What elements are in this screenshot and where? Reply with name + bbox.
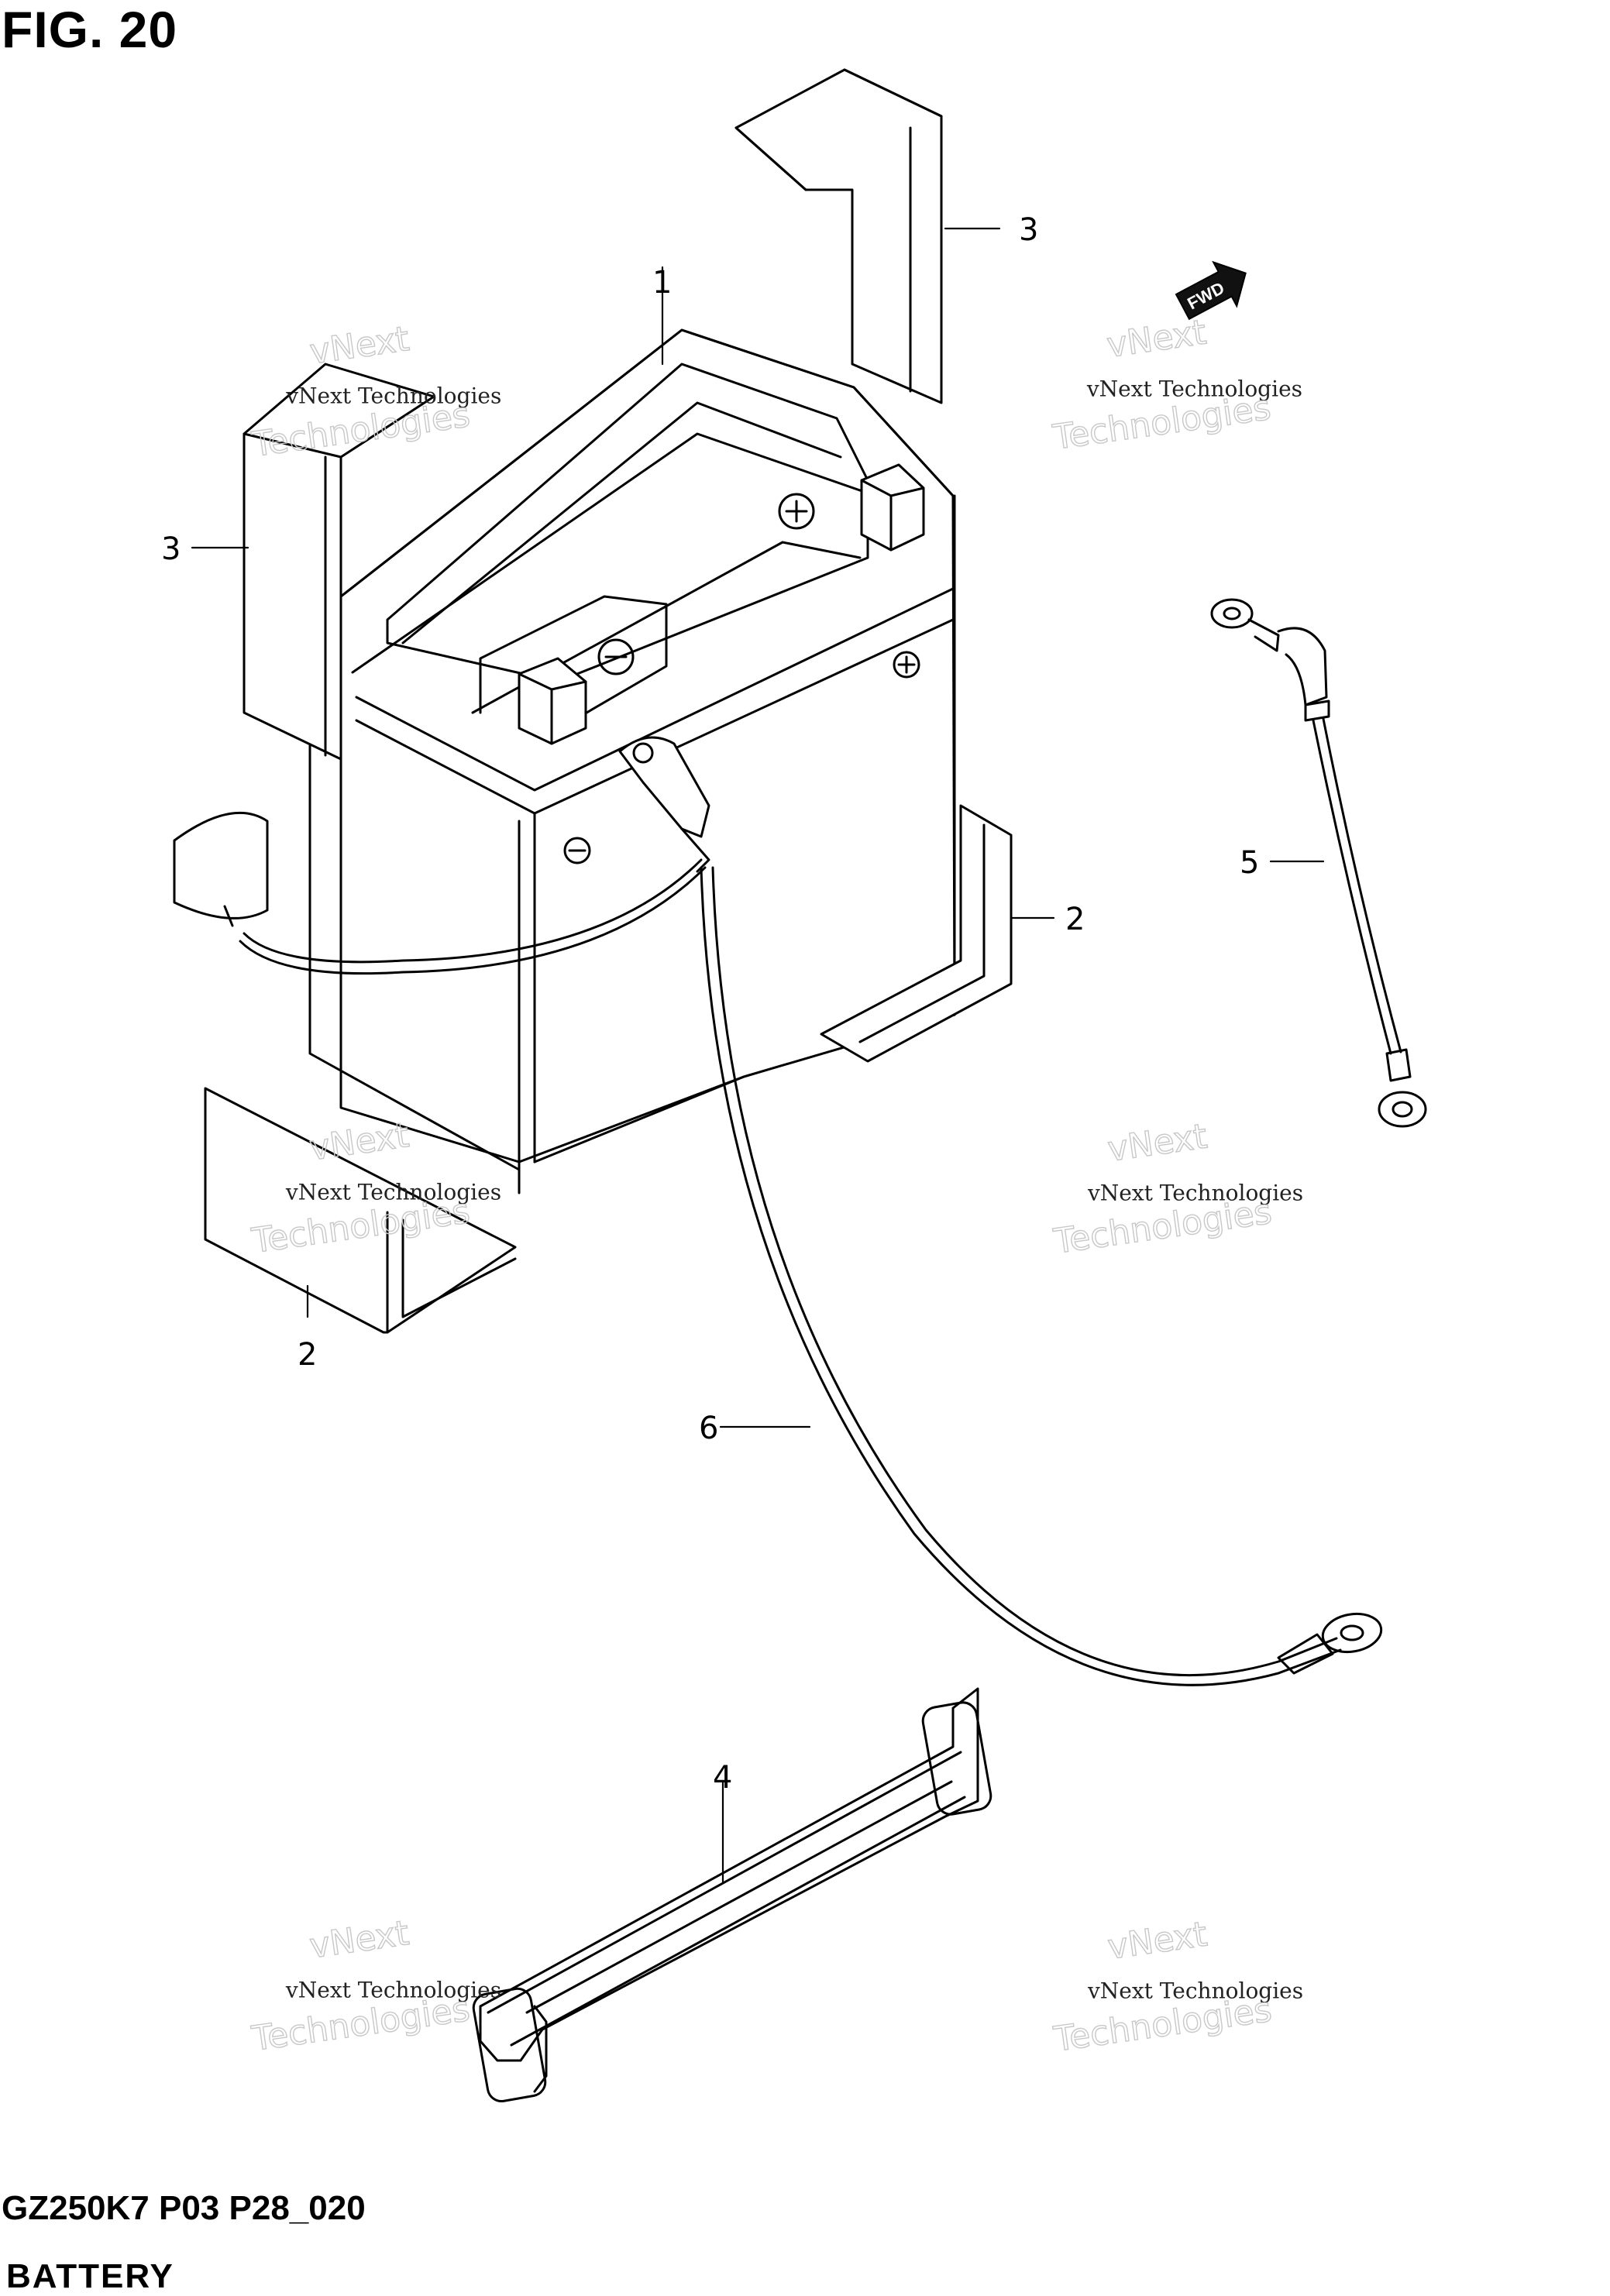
callout-2-left: 2 <box>298 1337 317 1373</box>
callout-3-right: 3 <box>1019 212 1038 248</box>
callout-2-right: 2 <box>1065 902 1085 937</box>
svg-text:vNext: vNext <box>308 319 411 372</box>
svg-text:vNext: vNext <box>1106 1914 1209 1967</box>
svg-text:vNext: vNext <box>1106 1116 1209 1169</box>
callout-1: 1 <box>652 265 672 301</box>
ground-cable <box>618 736 1383 1686</box>
callout-3-left: 3 <box>161 531 181 567</box>
cover-right <box>734 68 943 404</box>
svg-text:vNext Technologies: vNext Technologies <box>1086 376 1302 401</box>
short-lead <box>1210 598 1427 1128</box>
pad-left <box>204 1087 517 1334</box>
watermark-top-right: vNext vNext Technologies Technologies <box>1050 312 1302 459</box>
callout-6: 6 <box>699 1411 718 1446</box>
negative-lead-wire <box>173 811 707 975</box>
callout-4: 4 <box>713 1760 732 1796</box>
watermark-bottom-left: vNext vNext Technologies Technologies <box>249 1913 501 2059</box>
watermark-top-left: vNext vNext Technologies Technologies <box>249 318 501 465</box>
figure-title: FIG. 20 <box>2 1 178 58</box>
svg-text:vNext Technologies: vNext Technologies <box>285 1978 501 2003</box>
svg-text:vNext Technologies: vNext Technologies <box>1087 1978 1303 2003</box>
battery-band <box>472 1687 992 2103</box>
pad-right <box>820 804 1013 1063</box>
svg-text:vNext Technologies: vNext Technologies <box>285 1180 501 1205</box>
svg-text:vNext: vNext <box>308 1913 411 1966</box>
section-title: BATTERY <box>6 2257 174 2295</box>
cover-left <box>243 363 435 761</box>
svg-text:vNext: vNext <box>308 1115 411 1168</box>
watermark-bottom-right: vNext vNext Technologies Technologies <box>1051 1914 1303 2061</box>
svg-text:vNext Technologies: vNext Technologies <box>1087 1180 1303 1205</box>
svg-text:vNext Technologies: vNext Technologies <box>285 383 501 409</box>
callout-leaders <box>191 227 1325 1884</box>
svg-text:vNext: vNext <box>1105 313 1209 366</box>
watermark-mid-right: vNext vNext Technologies Technologies <box>1051 1116 1303 1263</box>
callout-5: 5 <box>1240 845 1259 881</box>
model-code: GZ250K7 P03 P28_020 <box>2 2189 366 2227</box>
